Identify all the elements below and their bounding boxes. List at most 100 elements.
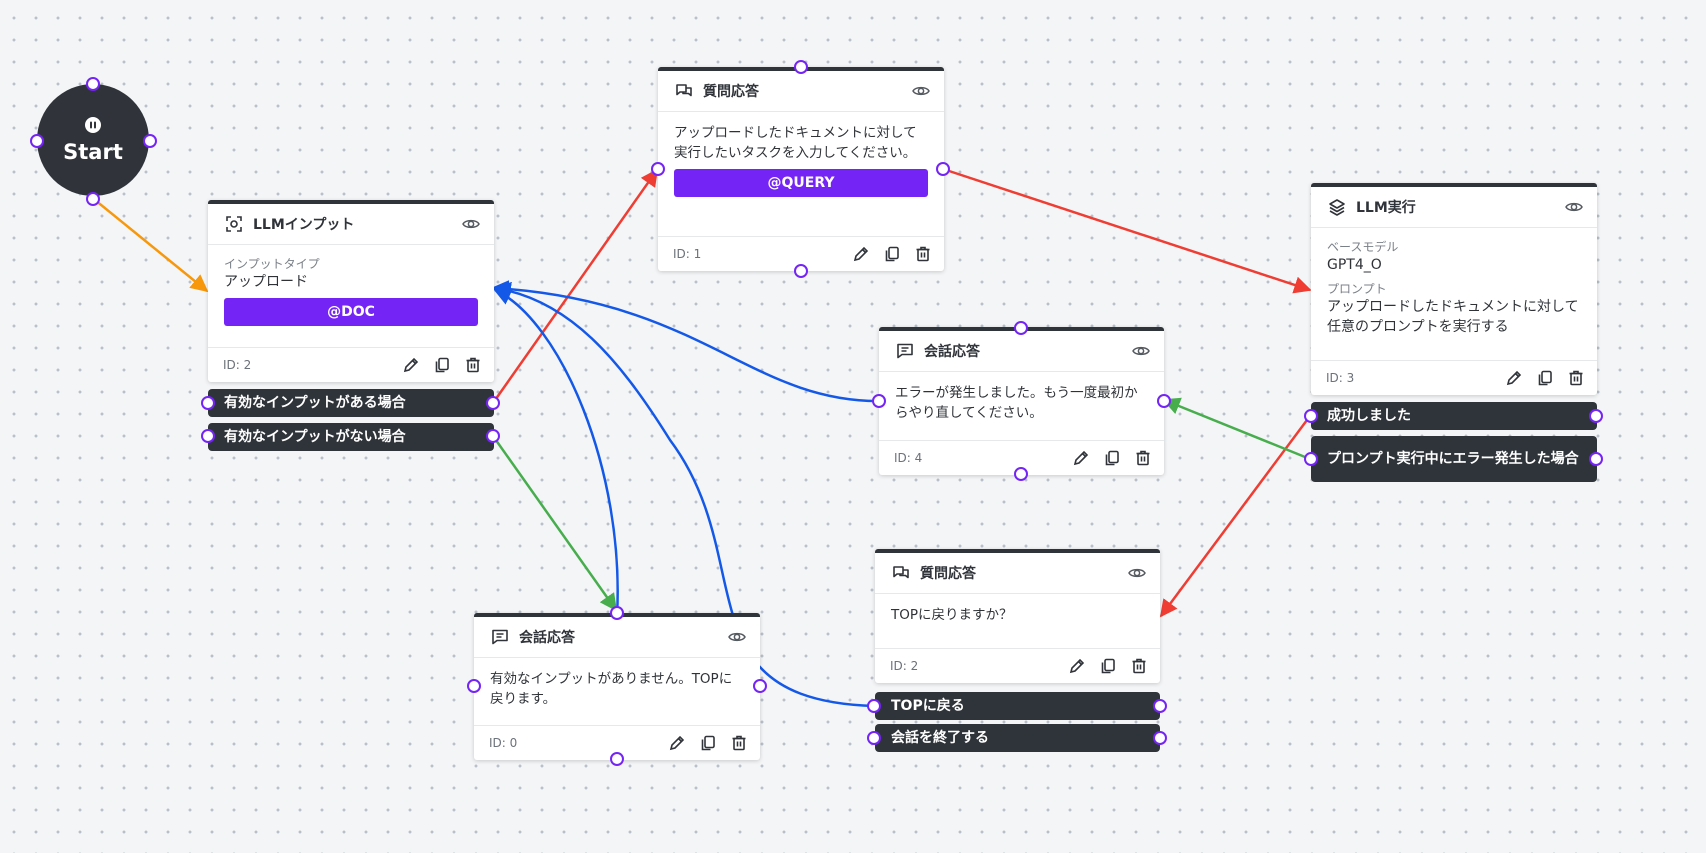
- qa2-option2-port-left[interactable]: [867, 731, 881, 745]
- chat4-port-right[interactable]: [1157, 394, 1171, 408]
- qa1-port-bottom[interactable]: [794, 264, 808, 278]
- qa1-port-right[interactable]: [936, 162, 950, 176]
- pencil-icon[interactable]: [402, 356, 420, 374]
- chat0-port-right[interactable]: [753, 679, 767, 693]
- edge-error-to-chat4[interactable]: [1162, 397, 1311, 461]
- chat-node-4[interactable]: 会話応答 エラーが発生しました。もう一度最初からやり直してください。 ID: 4: [879, 327, 1164, 475]
- variable-badge[interactable]: @QUERY: [674, 169, 928, 197]
- llm-exec-option2-port-left[interactable]: [1304, 452, 1318, 466]
- input-type-value: アップロード: [224, 274, 308, 290]
- pencil-icon[interactable]: [1072, 449, 1090, 467]
- edge-chat0-to-llm-input[interactable]: [493, 288, 619, 617]
- eye-icon[interactable]: [912, 82, 930, 100]
- trash-icon[interactable]: [464, 356, 482, 374]
- start-node[interactable]: Start: [37, 84, 149, 196]
- eye-icon[interactable]: [462, 215, 480, 233]
- copy-icon[interactable]: [883, 245, 901, 263]
- llm-exec-option2-port-right[interactable]: [1589, 452, 1603, 466]
- edge-success-to-qa2[interactable]: [1159, 415, 1312, 618]
- edge-chat4-to-llm-input[interactable]: [491, 280, 879, 403]
- eye-icon[interactable]: [728, 628, 746, 646]
- option-label: 有効なインプットがない場合: [224, 429, 406, 445]
- option-label: 成功しました: [1327, 408, 1411, 424]
- copy-icon[interactable]: [1103, 449, 1121, 467]
- llm-exec-option1-port-left[interactable]: [1304, 409, 1318, 423]
- variable-badge[interactable]: @DOC: [224, 298, 478, 326]
- base-model-label: ベースモデル: [1327, 240, 1399, 254]
- qa2-option2-port-right[interactable]: [1153, 731, 1167, 745]
- trash-icon[interactable]: [1130, 657, 1148, 675]
- edge-valid-input-to-qa1[interactable]: [491, 168, 659, 404]
- option-label: プロンプト実行中にエラー発生した場合: [1327, 451, 1579, 467]
- eye-icon[interactable]: [1128, 564, 1146, 582]
- qa-node-1[interactable]: 質問応答 アップロードしたドキュメントに対して実行したいタスクを入力してください…: [658, 67, 944, 271]
- chat0-port-top[interactable]: [610, 606, 624, 620]
- node-id: ID: 4: [894, 451, 923, 465]
- llm-input-option1-port-right[interactable]: [486, 396, 500, 410]
- node-message: エラーが発生しました。もう一度最初からやり直してください。: [895, 385, 1138, 421]
- chat4-port-bottom[interactable]: [1014, 467, 1028, 481]
- edge-invalid-input-to-chat0[interactable]: [491, 435, 618, 612]
- node-id: ID: 2: [223, 358, 252, 372]
- node-id: ID: 1: [673, 247, 702, 261]
- llm-input-option1-port-left[interactable]: [201, 396, 215, 410]
- node-title: LLMインプット: [253, 217, 355, 233]
- chat0-port-left[interactable]: [467, 679, 481, 693]
- option-invalid-input[interactable]: 有効なインプットがない場合: [208, 423, 494, 451]
- llm-input-option2-port-right[interactable]: [486, 429, 500, 443]
- pencil-icon[interactable]: [1068, 657, 1086, 675]
- llm-input-option2-port-left[interactable]: [201, 429, 215, 443]
- option-end-conversation[interactable]: 会話を終了する: [875, 724, 1160, 752]
- option-return-top[interactable]: TOPに戻る: [875, 692, 1160, 720]
- chat4-port-left[interactable]: [872, 394, 886, 408]
- eye-icon[interactable]: [1132, 342, 1150, 360]
- qa2-option1-port-right[interactable]: [1153, 699, 1167, 713]
- option-success[interactable]: 成功しました: [1311, 402, 1597, 430]
- llm-exec-option1-port-right[interactable]: [1589, 409, 1603, 423]
- start-port-top[interactable]: [86, 77, 100, 91]
- copy-icon[interactable]: [433, 356, 451, 374]
- node-message: 有効なインプットがありません。TOPに戻ります。: [490, 671, 733, 707]
- start-port-bottom[interactable]: [86, 192, 100, 206]
- message-square-icon: [896, 342, 914, 360]
- message-square-icon: [491, 628, 509, 646]
- trash-icon[interactable]: [1567, 369, 1585, 387]
- copy-icon[interactable]: [1536, 369, 1554, 387]
- qa2-option1-port-left[interactable]: [867, 699, 881, 713]
- edge-top-return-to-llm-input[interactable]: [493, 281, 875, 708]
- qa-node-2[interactable]: 質問応答 TOPに戻りますか？ ID: 2: [875, 549, 1160, 683]
- chat0-port-bottom[interactable]: [610, 752, 624, 766]
- node-message: TOPに戻りますか？: [891, 607, 1013, 623]
- start-port-left[interactable]: [30, 134, 44, 148]
- edge-start-to-llm-input[interactable]: [94, 199, 209, 293]
- option-label: TOPに戻る: [891, 698, 965, 714]
- layers-icon: [1328, 198, 1346, 216]
- pencil-icon[interactable]: [852, 245, 870, 263]
- trash-icon[interactable]: [730, 734, 748, 752]
- trash-icon[interactable]: [914, 245, 932, 263]
- qa1-port-top[interactable]: [794, 60, 808, 74]
- trash-icon[interactable]: [1134, 449, 1152, 467]
- scan-icon: [225, 215, 243, 233]
- pencil-icon[interactable]: [1505, 369, 1523, 387]
- qa1-port-left[interactable]: [651, 162, 665, 176]
- option-label: 会話を終了する: [891, 730, 989, 746]
- node-title: 質問応答: [703, 84, 759, 100]
- option-valid-input[interactable]: 有効なインプットがある場合: [208, 389, 494, 417]
- eye-icon[interactable]: [1565, 198, 1583, 216]
- start-port-right[interactable]: [143, 134, 157, 148]
- option-prompt-error[interactable]: プロンプト実行中にエラー発生した場合: [1311, 436, 1597, 482]
- copy-icon[interactable]: [1099, 657, 1117, 675]
- node-title: LLM実行: [1356, 200, 1416, 216]
- record-icon: [84, 116, 102, 134]
- pencil-icon[interactable]: [668, 734, 686, 752]
- prompt-value: アップロードしたドキュメントに対して任意のプロンプトを実行する: [1327, 299, 1579, 335]
- edge-qa1-to-llm-exec[interactable]: [942, 167, 1312, 294]
- llm-input-node[interactable]: LLMインプット インプットタイプ アップロード @DOC ID: 2: [208, 200, 494, 382]
- llm-exec-node[interactable]: LLM実行 ベースモデル GPT4_O プロンプト アップロードしたドキュメント…: [1311, 183, 1597, 395]
- chat-node-0[interactable]: 会話応答 有効なインプットがありません。TOPに戻ります。 ID: 0: [474, 613, 760, 760]
- chat4-port-top[interactable]: [1014, 321, 1028, 335]
- copy-icon[interactable]: [699, 734, 717, 752]
